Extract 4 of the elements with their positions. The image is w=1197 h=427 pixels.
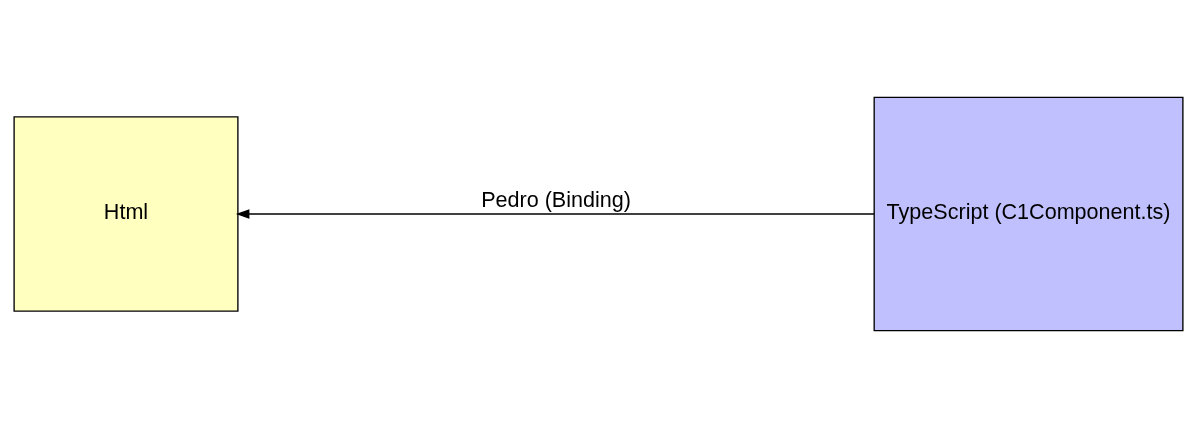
arrow	[235, 208, 875, 219]
node-box: TypeScript (C1Component.ts)	[873, 96, 1184, 331]
node-box: Html	[13, 115, 239, 312]
edge-label: Pedro (Binding)	[481, 186, 631, 212]
